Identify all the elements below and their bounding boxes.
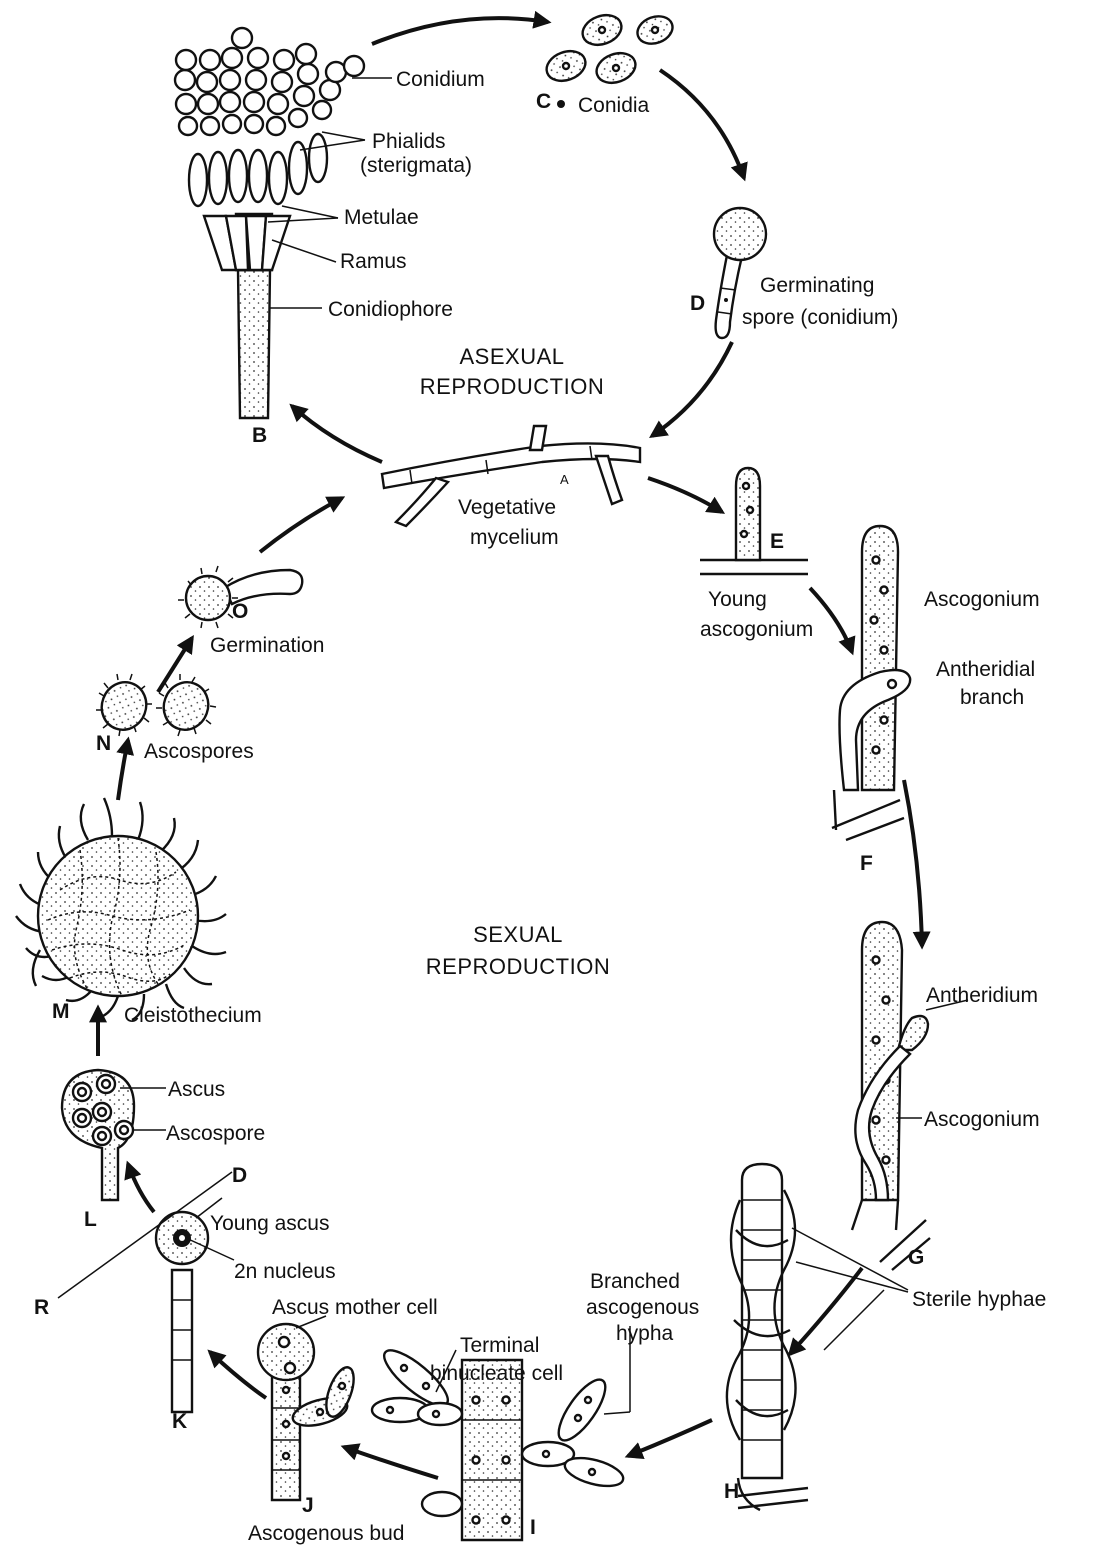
label-spore-conidium: spore (conidium)	[742, 306, 898, 329]
label-ascospore: Ascospore	[166, 1122, 265, 1145]
phialids	[189, 134, 327, 206]
label-young-ascus: Young ascus	[210, 1212, 330, 1235]
arrow-g-to-h	[790, 1268, 862, 1354]
young-ascogonium	[700, 468, 808, 574]
ascogenous-hypha	[372, 1326, 630, 1540]
label-ascogenous-bud: Ascogenous bud	[248, 1522, 404, 1545]
ascogonium-f	[832, 526, 910, 840]
label-germination: Germination	[210, 634, 324, 657]
stage-a: A	[560, 472, 569, 487]
stage-c: C	[536, 90, 551, 113]
arrow-a-to-b	[292, 406, 382, 462]
label-terminal: Terminal	[460, 1334, 539, 1357]
label-branch: branch	[960, 686, 1024, 709]
stage-d-corner: D	[232, 1164, 247, 1187]
label-antheridium: Antheridium	[926, 984, 1038, 1007]
label-sterile-hyphae: Sterile hyphae	[912, 1288, 1046, 1311]
arrow-j-to-k	[210, 1352, 266, 1398]
arrow-b-to-c	[372, 18, 548, 44]
conidium-chains	[175, 28, 364, 135]
ascocarp-with-sterile-hyphae	[727, 1164, 908, 1510]
antheridium	[898, 1016, 928, 1050]
label-germinating: Germinating	[760, 274, 874, 297]
label-ascus: Ascus	[168, 1078, 225, 1101]
label-asexual: ASEXUAL	[460, 344, 565, 369]
arrow-h-to-i	[628, 1420, 712, 1456]
label-mycelium: mycelium	[470, 526, 559, 549]
ascogonium-g	[852, 922, 968, 1270]
stage-j: J	[302, 1494, 314, 1517]
arrow-i-to-j	[344, 1447, 438, 1478]
stage-f: F	[860, 852, 873, 875]
stage-b: B	[252, 424, 267, 447]
label-conidiophore: Conidiophore	[328, 298, 453, 321]
stage-d: D	[690, 292, 705, 315]
stage-h: H	[724, 1480, 739, 1503]
arrow-m-to-n	[118, 740, 128, 800]
arrow-d-to-a	[652, 342, 732, 436]
label-sexual-reproduction: REPRODUCTION	[426, 954, 610, 979]
label-sexual: SEXUAL	[473, 922, 563, 947]
ascus	[62, 1070, 166, 1200]
label-conidium: Conidium	[396, 68, 485, 91]
label-ramus: Ramus	[340, 250, 407, 273]
label-cleistothecium: Cleistothecium	[124, 1004, 262, 1027]
stage-o: O	[232, 600, 248, 623]
arrow-k-to-l	[128, 1164, 154, 1212]
arrow-c-to-d	[660, 70, 744, 178]
ascus-mother-cell	[258, 1316, 359, 1500]
stage-n: N	[96, 732, 111, 755]
label-asexual-reproduction: REPRODUCTION	[420, 374, 604, 399]
stage-m: M	[52, 1000, 70, 1023]
conidiophore-stalk	[238, 270, 270, 418]
label-branched: Branched	[590, 1270, 680, 1293]
arrow-o-to-a	[260, 498, 342, 552]
stage-g: G	[908, 1246, 924, 1269]
stage-e: E	[770, 530, 784, 553]
cleistothecium	[16, 798, 226, 1020]
label-conidia: Conidia	[578, 94, 650, 117]
arrow-e-to-f	[810, 588, 852, 652]
label-sterigmata: (sterigmata)	[360, 154, 472, 177]
stage-i: I	[530, 1516, 536, 1539]
label-ascogonium-g: Ascogonium	[924, 1108, 1040, 1131]
label-antheridial: Antheridial	[936, 658, 1035, 681]
label-phialids: Phialids	[372, 130, 446, 153]
stage-r: R	[34, 1296, 49, 1319]
label-binucleate-cell: binucleate cell	[430, 1362, 563, 1385]
label-2n-nucleus: 2n nucleus	[234, 1260, 336, 1283]
arrow-a-to-e	[648, 478, 722, 512]
label-ascogenous: ascogenous	[586, 1296, 699, 1319]
stage-l: L	[84, 1208, 97, 1231]
label-young: Young	[708, 588, 767, 611]
label-vegetative: Vegetative	[458, 496, 556, 519]
label-ascus-mother-cell: Ascus mother cell	[272, 1296, 438, 1319]
arrow-f-to-g	[904, 780, 922, 946]
section-titles: ASEXUAL REPRODUCTION SEXUAL REPRODUCTION	[420, 344, 610, 979]
label-metulae: Metulae	[344, 206, 419, 229]
label-young-ascogonium: ascogonium	[700, 618, 813, 641]
label-hypha: hypha	[616, 1322, 674, 1345]
stage-k: K	[172, 1410, 187, 1433]
label-ascogonium-f: Ascogonium	[924, 588, 1040, 611]
ascospores	[95, 674, 216, 736]
label-ascospores: Ascospores	[144, 740, 254, 763]
